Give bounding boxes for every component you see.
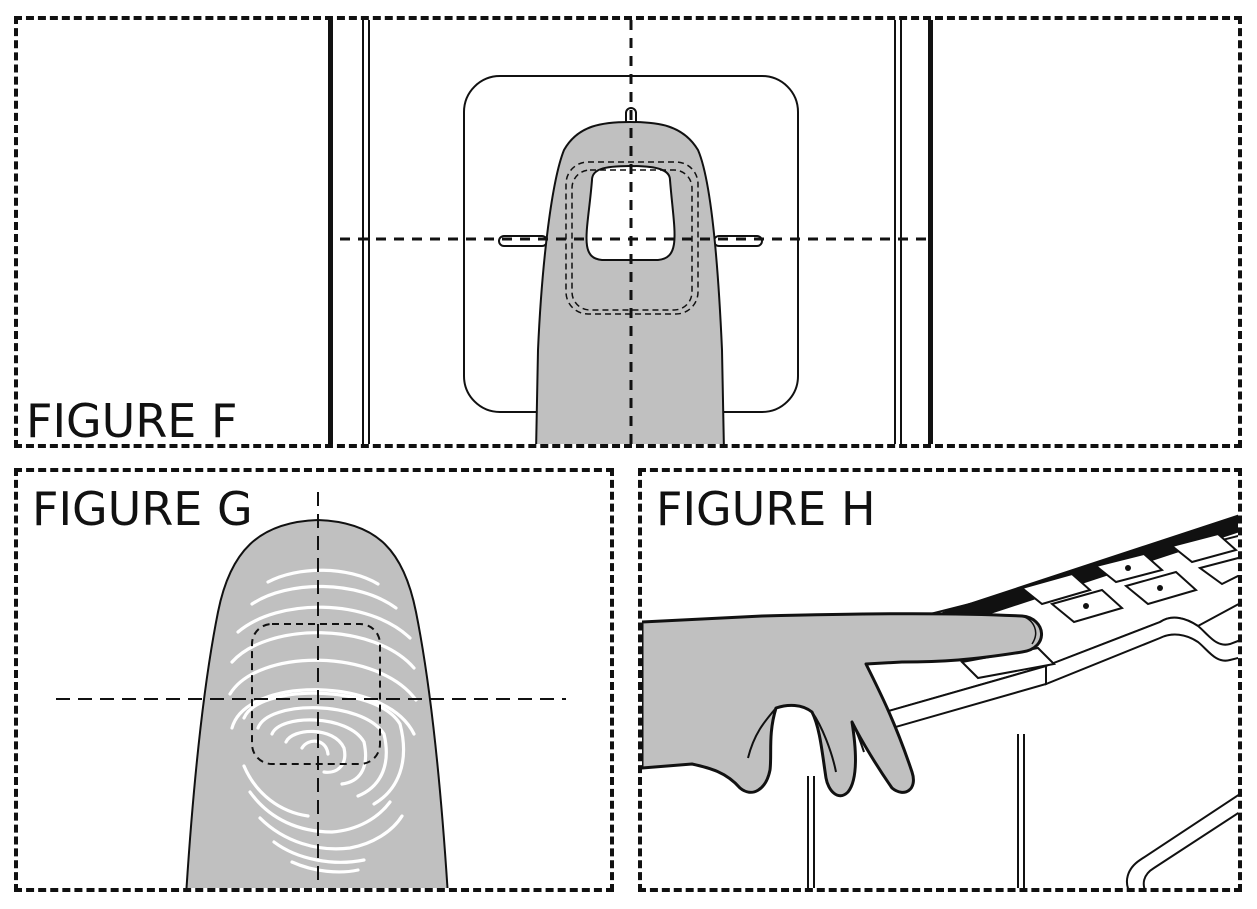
figure-h-panel: FIGURE H (638, 468, 1242, 892)
figure-h-label: FIGURE H (656, 482, 876, 536)
finger-on-sensor-top-view-icon (328, 20, 933, 444)
hand-on-reader-icon (642, 514, 1238, 888)
figure-f-panel: FIGURE F (14, 16, 1242, 448)
figure-g-label: FIGURE G (32, 482, 253, 536)
figure-g-panel: FIGURE G (14, 468, 614, 892)
figure-f-label: FIGURE F (26, 394, 238, 448)
fingerprint-alignment-icon (56, 492, 566, 888)
